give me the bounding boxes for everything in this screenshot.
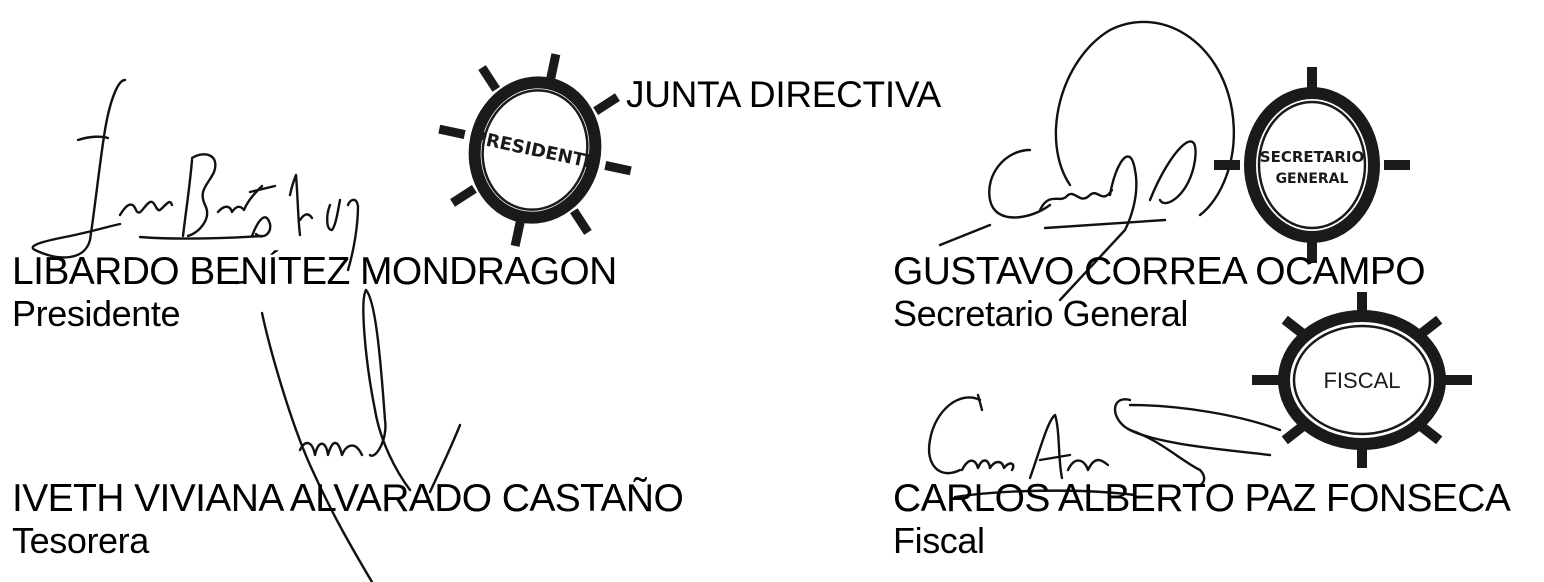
seal-secretario-general-stamp: SECRETARIO GENERAL — [1214, 67, 1410, 263]
member-role: Tesorera — [12, 520, 149, 561]
member-block-tesorera: IVETH VIVIANA ALVARADO CASTAÑO Tesorera — [12, 477, 684, 561]
member-name: GUSTAVO CORREA OCAMPO — [893, 250, 1426, 293]
member-block-fiscal: CARLOS ALBERTO PAZ FONSECA Fiscal — [893, 477, 1511, 561]
member-role: Fiscal — [893, 520, 985, 561]
document-heading: JUNTA DIRECTIVA — [626, 74, 941, 115]
member-name: CARLOS ALBERTO PAZ FONSECA — [893, 477, 1511, 520]
svg-text:SECRETARIO: SECRETARIO — [1260, 148, 1364, 166]
member-role: Presidente — [12, 293, 181, 334]
svg-text:FISCAL: FISCAL — [1323, 368, 1400, 393]
member-block-secretario-general: GUSTAVO CORREA OCAMPO Secretario General — [893, 250, 1426, 334]
svg-text:GENERAL: GENERAL — [1276, 171, 1349, 187]
svg-text:PRESIDENTE: PRESIDENTE — [471, 127, 599, 174]
member-block-presidente: LIBARDO BENÍTEZ MONDRAGON Presidente — [12, 250, 617, 334]
member-name: LIBARDO BENÍTEZ MONDRAGON — [12, 250, 617, 293]
seal-presidente-stamp: PRESIDENTE — [438, 53, 632, 247]
member-role: Secretario General — [893, 293, 1188, 334]
member-name: IVETH VIVIANA ALVARADO CASTAÑO — [12, 477, 684, 520]
